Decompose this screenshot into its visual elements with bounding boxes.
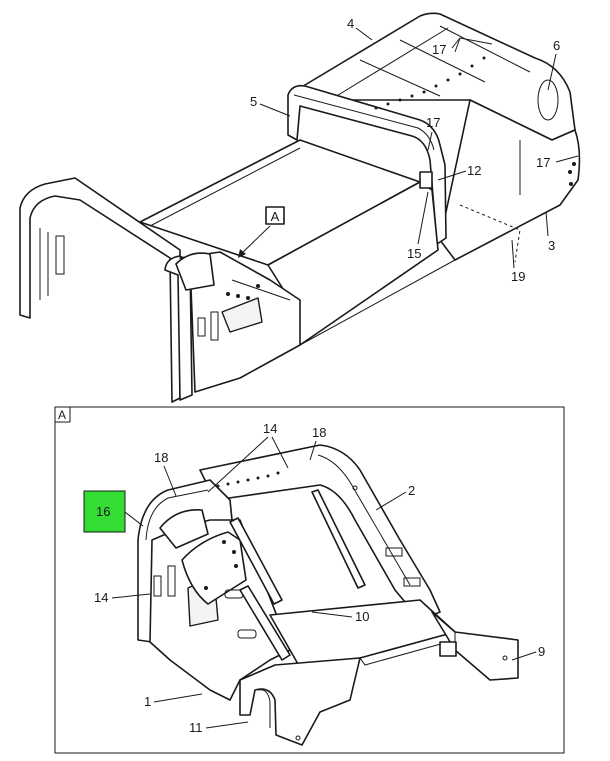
callout-15: 15: [407, 246, 421, 261]
detail-frame-tag: [54, 406, 71, 423]
callout-18-left: 18: [154, 450, 168, 465]
callout-6: 6: [553, 38, 560, 53]
front-post: [164, 255, 193, 401]
front-arch: [19, 177, 181, 403]
callout-4: 4: [347, 16, 354, 31]
callout-10: 10: [355, 609, 369, 624]
callout-12: 12: [467, 163, 481, 178]
step-panel: [239, 657, 361, 746]
detail-frame-label: A: [58, 408, 66, 422]
callout-11: 11: [189, 720, 203, 735]
callout-5: 5: [250, 94, 257, 109]
housing-rivets: [374, 56, 486, 110]
floor-panel: [269, 599, 456, 665]
view-marker-box: [265, 206, 285, 225]
callout-16-highlight: [83, 490, 126, 533]
callout-14-top: 14: [263, 421, 277, 436]
callout-14-left: 14: [94, 590, 108, 605]
sleeper-assembly-view: A: [19, 12, 581, 403]
callout-17-right: 17: [536, 155, 550, 170]
housing-top-panel: [299, 12, 576, 141]
callout-1: 1: [144, 694, 151, 709]
callout-16: 16: [96, 504, 110, 519]
top-callouts: 4 17 6 5 17 12 17 15 3 19: [250, 16, 579, 284]
callout-9: 9: [538, 644, 545, 659]
panel-detail-view: [137, 444, 519, 746]
detail-frame: [54, 406, 565, 754]
callout-19: 19: [511, 269, 525, 284]
callout-18-right: 18: [312, 425, 326, 440]
callout-17-mid: 17: [426, 115, 440, 130]
callout-17-top: 17: [432, 42, 446, 57]
curved-plate: [181, 531, 247, 605]
callout-3: 3: [548, 238, 555, 253]
detail-rivets: [216, 471, 280, 488]
callout-2: 2: [408, 483, 415, 498]
housing-right-side: [439, 99, 581, 261]
detail-callouts: 14 18 18 2 14 10 9 1 11: [94, 421, 545, 735]
view-marker-label: A: [271, 209, 280, 224]
